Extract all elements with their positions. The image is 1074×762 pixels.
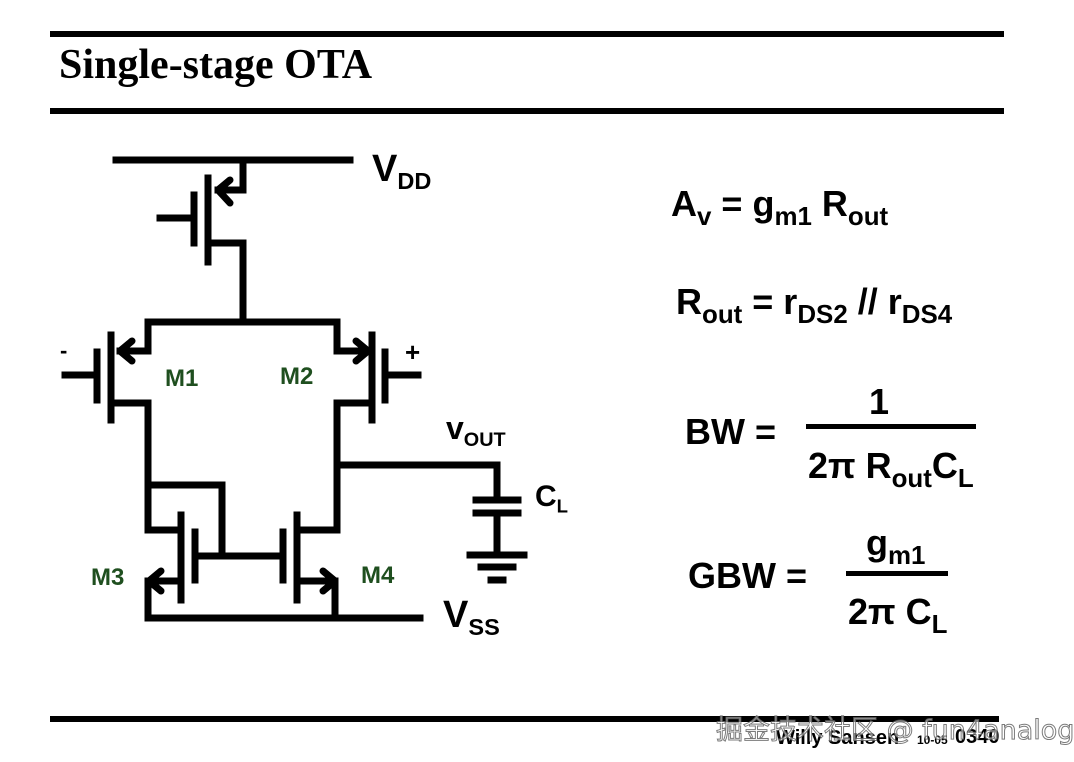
gain-equation: Av = gm1 Rout [671, 183, 889, 232]
footer-code-large: 0340 [955, 726, 1000, 748]
bw-lhs: BW = [685, 411, 777, 452]
watermark: 掘金技术社区 @ fun4analog [715, 715, 1074, 747]
footer-code-small: 10-05 [917, 733, 948, 747]
ground-icon [466, 551, 528, 584]
m2-transistor [333, 326, 422, 469]
cl-label: CL [535, 480, 569, 517]
vss-rail [144, 610, 424, 622]
gbw-numerator: gm1 [866, 522, 926, 571]
tail-pmos-transistor [156, 156, 247, 326]
output-wire [333, 461, 501, 501]
gbw-denominator: 2π CL [848, 591, 948, 640]
m2-label: M2 [280, 363, 314, 390]
bw-numerator: 1 [869, 381, 890, 422]
footer-rule [50, 716, 999, 722]
gbw-lhs: GBW = [688, 555, 808, 596]
bw-fraction-bar [806, 424, 976, 429]
rout-equation: Rout = rDS2 // rDS4 [676, 281, 953, 330]
gbw-fraction-bar [846, 571, 948, 576]
vss-label: VSS [443, 594, 500, 641]
m1-label: M1 [165, 365, 199, 392]
title-underline-rule [50, 108, 1004, 114]
m4-label: M4 [361, 562, 395, 589]
m3-transistor [144, 476, 226, 622]
top-rule [50, 31, 1004, 37]
vout-label: vOUT [446, 410, 506, 451]
footer-author: Willy Sansen [776, 727, 900, 749]
input-plus-label: + [405, 337, 421, 367]
diff-pair-source-node [144, 318, 341, 339]
load-capacitor [472, 496, 522, 556]
m1-transistor [61, 326, 152, 489]
input-minus-label: - [60, 338, 68, 363]
slide-title: Single-stage OTA [59, 42, 373, 88]
vdd-label: VDD [372, 148, 432, 195]
m4-transistor [279, 456, 341, 622]
m3-label: M3 [91, 564, 125, 591]
bw-denominator: 2π RoutCL [808, 445, 974, 494]
